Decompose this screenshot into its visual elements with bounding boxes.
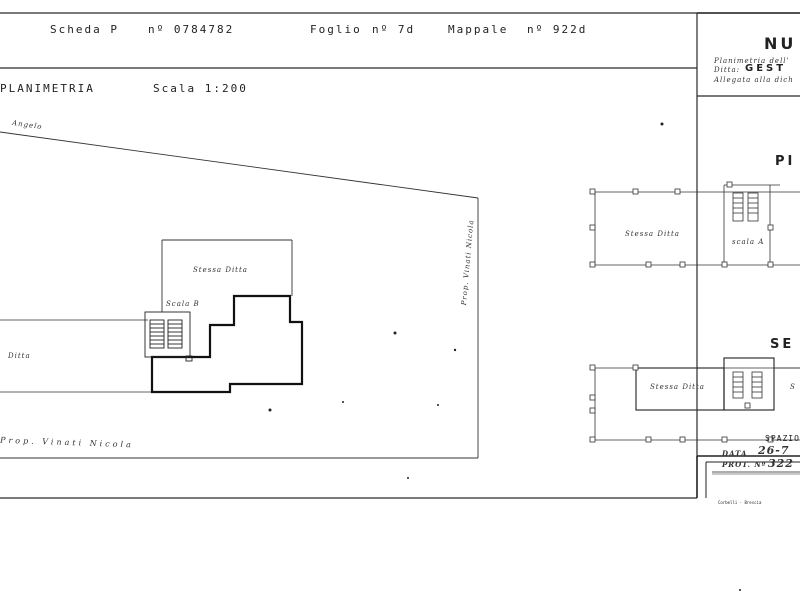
right-plan-bottom-markers: [589, 364, 774, 443]
title-block: [697, 12, 800, 97]
stamp-data-label: DATA: [722, 449, 748, 458]
top-floor-stair-label: scala A: [732, 238, 765, 246]
bottom-floor-room-label: Stessa Ditta: [650, 383, 705, 391]
scheda-number: nº 0784782: [148, 23, 235, 36]
survey-marks: [268, 122, 741, 591]
main-building-outline: [150, 294, 304, 394]
stair-b-label: Scala B: [166, 300, 200, 308]
top-floor-room-label: Stessa Ditta: [625, 230, 680, 238]
road-boundary-line: [0, 131, 479, 199]
bottom-floor-heading: SE: [770, 337, 795, 352]
left-room-label: Ditta: [8, 352, 31, 360]
foglio-label: Foglio: [310, 23, 362, 36]
mappale-number: nº 922d: [527, 23, 588, 36]
bottom-floor-extra-label: S: [790, 383, 796, 391]
title-block-ditta-value: GEST: [745, 63, 787, 74]
upper-room-outline: [161, 239, 293, 312]
plan-scale: Scala 1:200: [153, 82, 248, 95]
mappale-label: Mappale: [448, 23, 509, 36]
sheet-frame: [0, 12, 800, 499]
plan-title: PLANIMETRIA: [0, 82, 95, 95]
right-plan-top-markers: [589, 181, 774, 268]
foglio-number: nº 7d: [372, 23, 416, 36]
stamp-prot-value: 322: [768, 457, 794, 470]
title-block-title: NU: [764, 34, 797, 53]
upper-room-label: Stessa Ditta: [193, 266, 248, 274]
stamp-box: [696, 455, 800, 498]
lot-boundary: [0, 198, 479, 459]
stamp-footer: Corbelli · Brescia: [718, 500, 762, 505]
title-block-ditta-label: Ditta:: [714, 66, 741, 74]
right-plan-bottom: [593, 357, 800, 441]
stamp-data-value: 26-7: [758, 444, 790, 457]
title-block-line1: Planimetria dell': [714, 57, 790, 65]
top-floor-heading: PI: [775, 154, 796, 169]
stamp-prot-label: PROT. Nº: [722, 460, 767, 469]
left-room-outline: [0, 319, 152, 393]
title-block-line3: Allegata alla dich: [714, 76, 794, 84]
scheda-label: Scheda P: [50, 23, 119, 36]
stamp-title: SPAZIO: [765, 434, 800, 443]
stair-b: [144, 311, 193, 362]
